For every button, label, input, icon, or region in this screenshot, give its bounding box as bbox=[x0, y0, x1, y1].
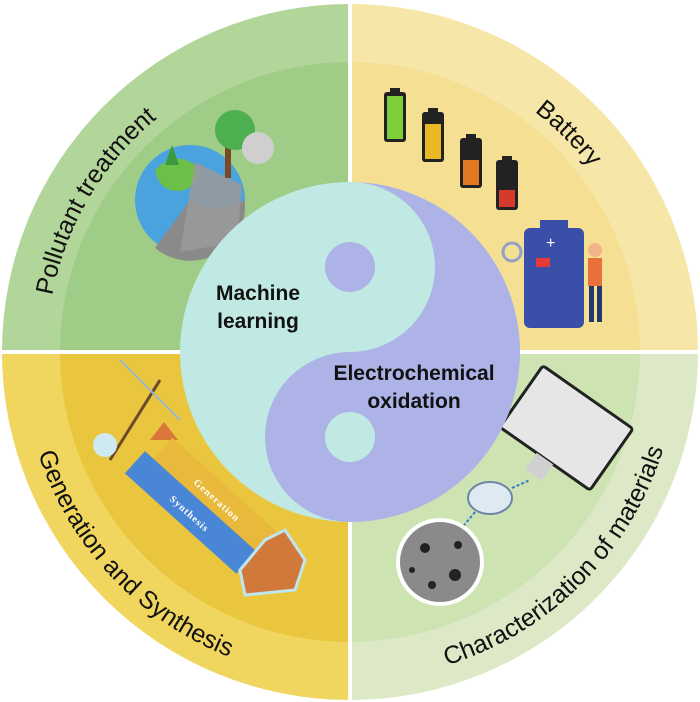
svg-text:+: + bbox=[546, 235, 555, 252]
book-synthesis bbox=[124, 451, 257, 574]
monitor-icon bbox=[499, 365, 634, 491]
arrow-icon bbox=[511, 479, 531, 489]
flask-icon bbox=[93, 433, 117, 457]
characterization-illustration bbox=[396, 365, 634, 606]
beaker-icon bbox=[238, 528, 307, 597]
arrow-icon bbox=[459, 511, 476, 531]
book-generation bbox=[152, 437, 284, 561]
machine-label-line2: learning bbox=[217, 310, 299, 333]
synthesis-illustration: Generation Synthesis bbox=[93, 359, 307, 597]
electrochemical-label-line2: oxidation bbox=[367, 390, 460, 413]
electrochemical-label-line1: Electrochemical bbox=[333, 362, 494, 385]
material-sample-icon bbox=[396, 518, 484, 606]
earth-pollution-illustration bbox=[135, 110, 274, 261]
battery-full-icon bbox=[384, 88, 406, 142]
big-battery-icon: + bbox=[524, 220, 584, 328]
yin-dot bbox=[325, 412, 375, 462]
gear-icon bbox=[501, 241, 523, 263]
brain-icon bbox=[467, 481, 513, 515]
flask-icon bbox=[150, 422, 178, 440]
battery-medium-icon bbox=[460, 134, 482, 188]
battery-illustration: + bbox=[384, 88, 602, 328]
person-icon bbox=[588, 243, 602, 322]
yang-dot bbox=[325, 242, 375, 292]
battery-low-icon bbox=[496, 156, 518, 210]
battery-high-icon bbox=[422, 108, 444, 162]
yin-yang bbox=[180, 182, 520, 522]
machine-label-line1: Machine bbox=[216, 282, 300, 305]
